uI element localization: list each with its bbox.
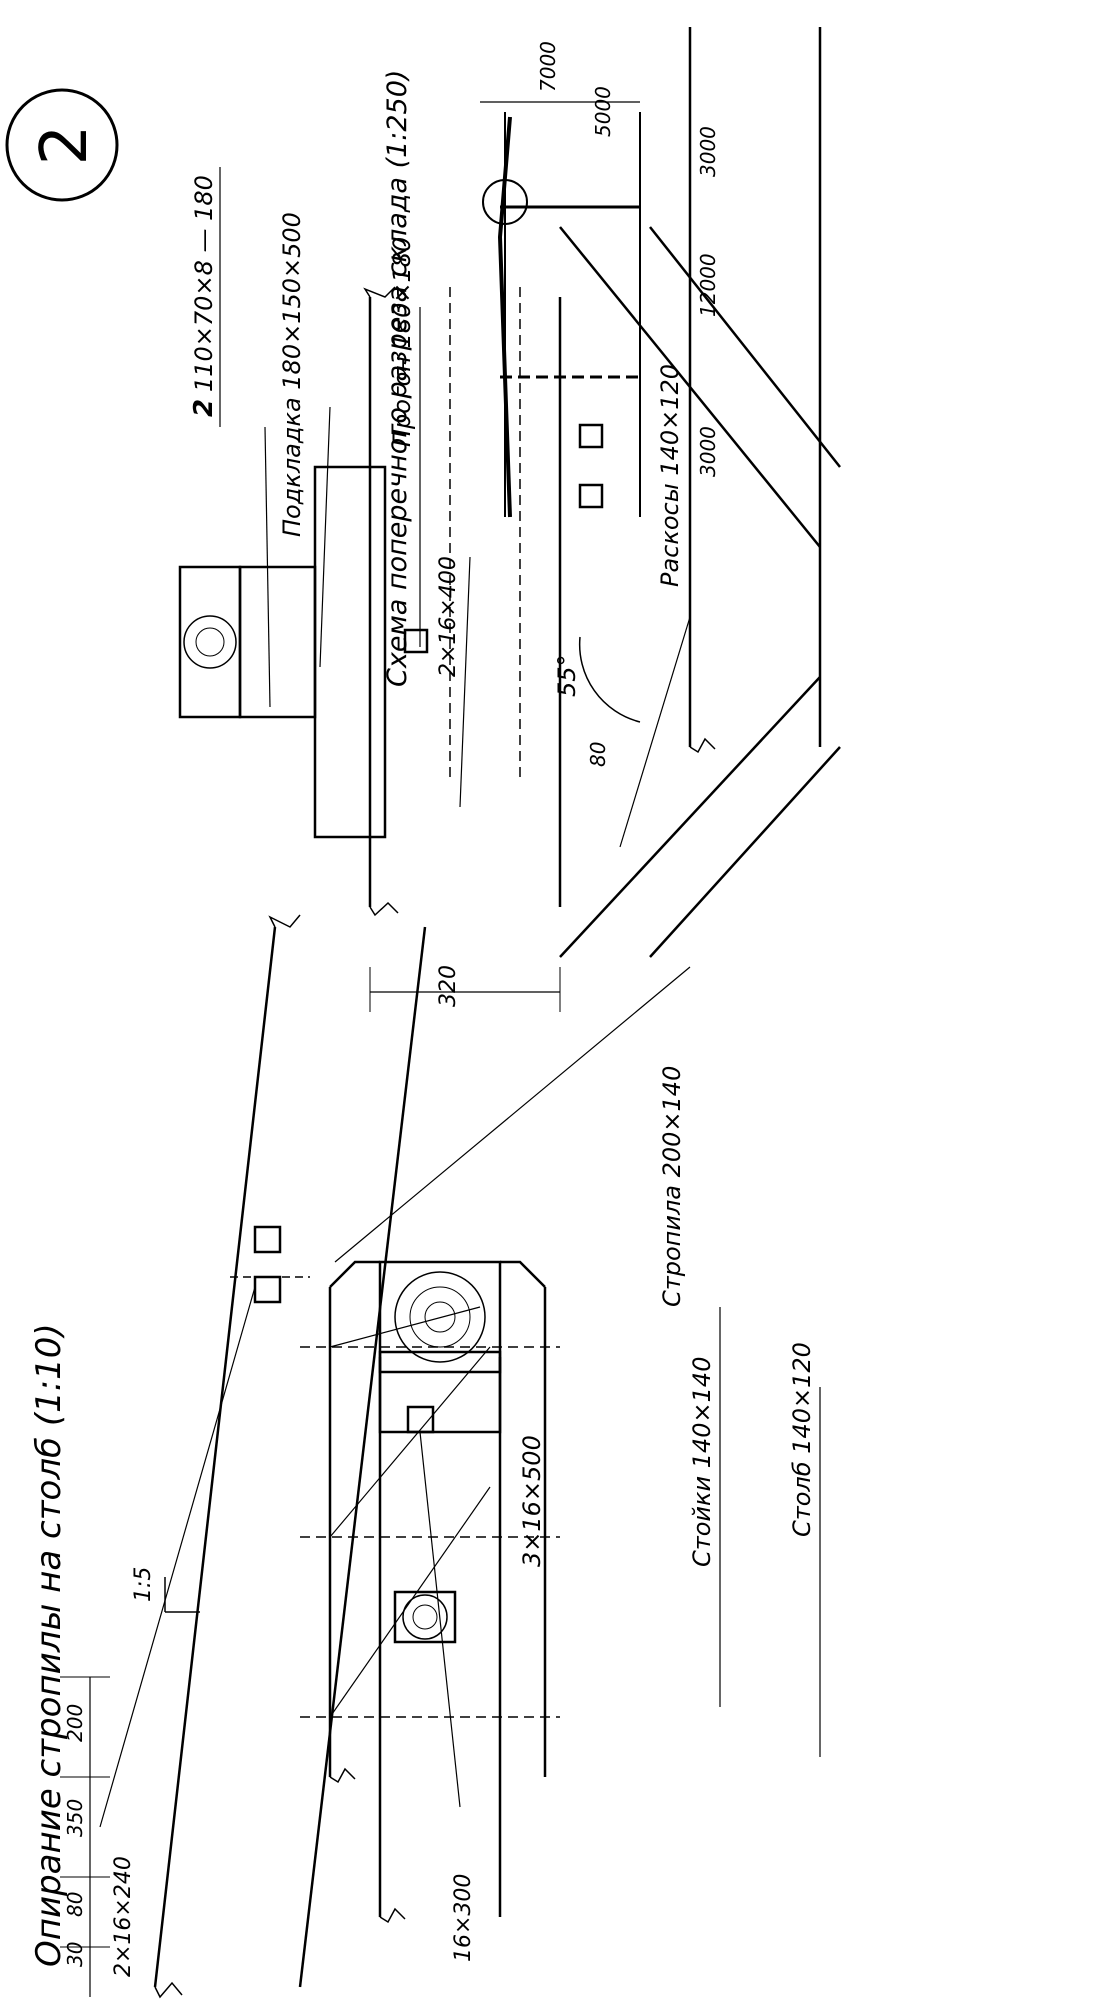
rafter-label: Стропила 200×140 bbox=[658, 1066, 686, 1307]
slope-label: 1:5 bbox=[131, 1567, 156, 1602]
section-scheme: 3000 12000 3000 7000 5000 bbox=[480, 41, 720, 518]
bolt-right-3 bbox=[578, 423, 604, 449]
span-3000-right: 3000 bbox=[696, 126, 720, 177]
sheet-number: 2 bbox=[28, 125, 102, 166]
angle-arc bbox=[578, 636, 641, 723]
angle-value-label: 55° bbox=[553, 654, 581, 697]
brace-1-edge bbox=[559, 676, 821, 958]
rafter-edge-bottom bbox=[298, 926, 427, 1988]
dim-350: 350 bbox=[63, 1799, 87, 1837]
beam-end bbox=[178, 565, 242, 719]
rafter-end-block bbox=[378, 1260, 502, 1374]
bolt-right-1 bbox=[403, 628, 429, 654]
posts-label: Стойки 140×140 bbox=[688, 1357, 716, 1567]
braces-label: Раскосы 140×120 bbox=[656, 364, 684, 587]
offset-label: 80 bbox=[586, 742, 610, 767]
rafter-break-top bbox=[268, 914, 301, 928]
scheme-title: Схема поперечного разреза склада (1:250) bbox=[382, 70, 413, 687]
dim-200: 200 bbox=[63, 1704, 87, 1742]
dim-80: 80 bbox=[63, 1892, 87, 1917]
lower-block bbox=[393, 1590, 457, 1644]
bolt-square-2 bbox=[253, 1225, 282, 1254]
right-detail: 2 110×70×8 — 180 Подкладка 180×150×500 П… bbox=[178, 27, 841, 1012]
height-5000: 5000 bbox=[591, 86, 615, 137]
detail-callout bbox=[482, 179, 528, 225]
rafter-edge-top bbox=[153, 926, 277, 1988]
angle-size-label: 110×70×8 — 180 bbox=[190, 175, 218, 392]
brace-2-edge2 bbox=[649, 226, 841, 468]
bolts-left-label: 2×16×240 bbox=[111, 1856, 136, 1977]
purlin-label: Прогон 180×180 bbox=[388, 237, 416, 447]
brace-1-edge2 bbox=[649, 746, 841, 958]
bolts-posts-label: 3×16×500 bbox=[518, 1435, 546, 1567]
dim-30: 30 bbox=[63, 1942, 87, 1967]
wood-grain-right bbox=[183, 615, 237, 669]
sheet-number-badge: 2 bbox=[5, 88, 119, 202]
bolts-right-label: 2×16×400 bbox=[436, 556, 461, 677]
purlin-width-label: 320 bbox=[436, 965, 461, 1007]
wood-grain-top bbox=[394, 1271, 486, 1363]
bolt-square-1 bbox=[253, 1275, 282, 1304]
angle-block bbox=[238, 565, 317, 719]
roof-profile bbox=[497, 116, 512, 518]
left-detail: 1:5 bbox=[60, 914, 821, 1999]
pillar-label: Столб 140×120 bbox=[788, 1342, 816, 1537]
bolt-center-label: 16×300 bbox=[451, 1874, 476, 1962]
main-title: Опирание стропилы на столб (1:10) bbox=[29, 1323, 69, 1967]
wood-grain-lower bbox=[402, 1594, 448, 1640]
pad-label: Подкладка 180×150×500 bbox=[278, 212, 306, 537]
sheet-number-circle bbox=[5, 88, 119, 202]
span-12000: 12000 bbox=[696, 253, 720, 317]
bolt-right-2 bbox=[578, 483, 604, 509]
angle-count-label: 2 bbox=[189, 399, 219, 417]
span-3000-left: 3000 bbox=[696, 426, 720, 477]
spacer-block bbox=[378, 1350, 502, 1434]
height-7000: 7000 bbox=[536, 41, 560, 92]
rafter-break-bottom bbox=[154, 1981, 183, 1999]
